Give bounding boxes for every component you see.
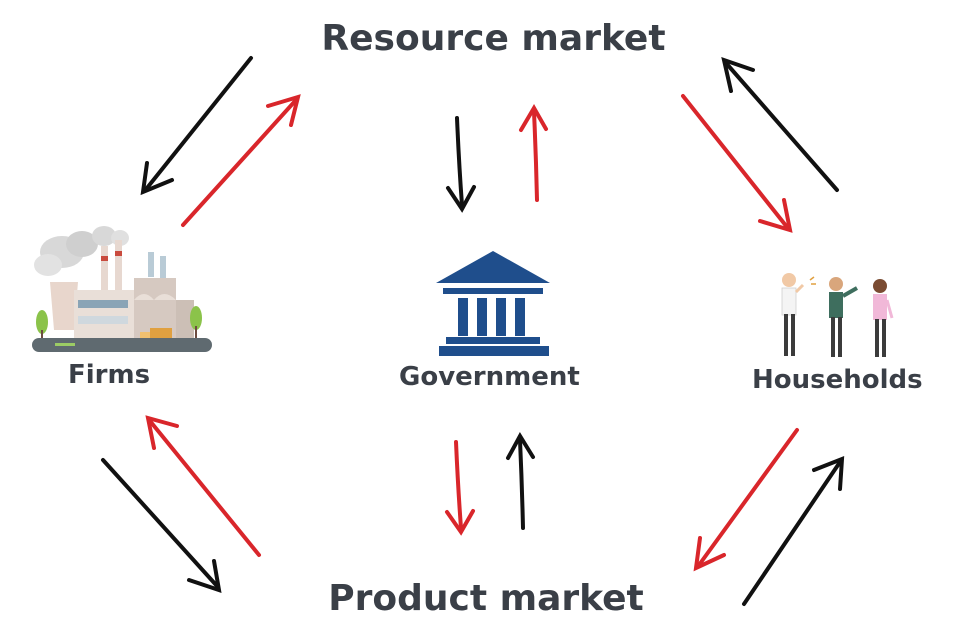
people-icon xyxy=(781,273,894,357)
arrow-firms-to-product xyxy=(101,458,222,593)
arrow-households-to-resource xyxy=(721,56,839,192)
arrow-firms-to-resource xyxy=(181,94,301,227)
arrow-product-to-government xyxy=(506,432,535,530)
firms-label: Firms xyxy=(68,360,151,390)
arrow-resource-to-firms xyxy=(140,56,253,196)
arrow-government-to-product xyxy=(445,440,475,536)
resource-market-title: Resource market xyxy=(321,18,666,59)
factory-icon xyxy=(32,226,212,352)
government-label: Government xyxy=(399,362,580,392)
government-building-icon xyxy=(436,251,550,356)
arrow-product-to-households xyxy=(742,455,845,606)
arrow-government-to-resource xyxy=(519,104,548,202)
arrow-resource-to-government xyxy=(446,116,476,213)
arrow-resource-to-households xyxy=(681,94,793,233)
arrow-product-to-firms xyxy=(145,415,261,557)
households-label: Households xyxy=(752,365,923,395)
arrow-households-to-product xyxy=(693,428,799,572)
product-market-title: Product market xyxy=(328,578,644,619)
